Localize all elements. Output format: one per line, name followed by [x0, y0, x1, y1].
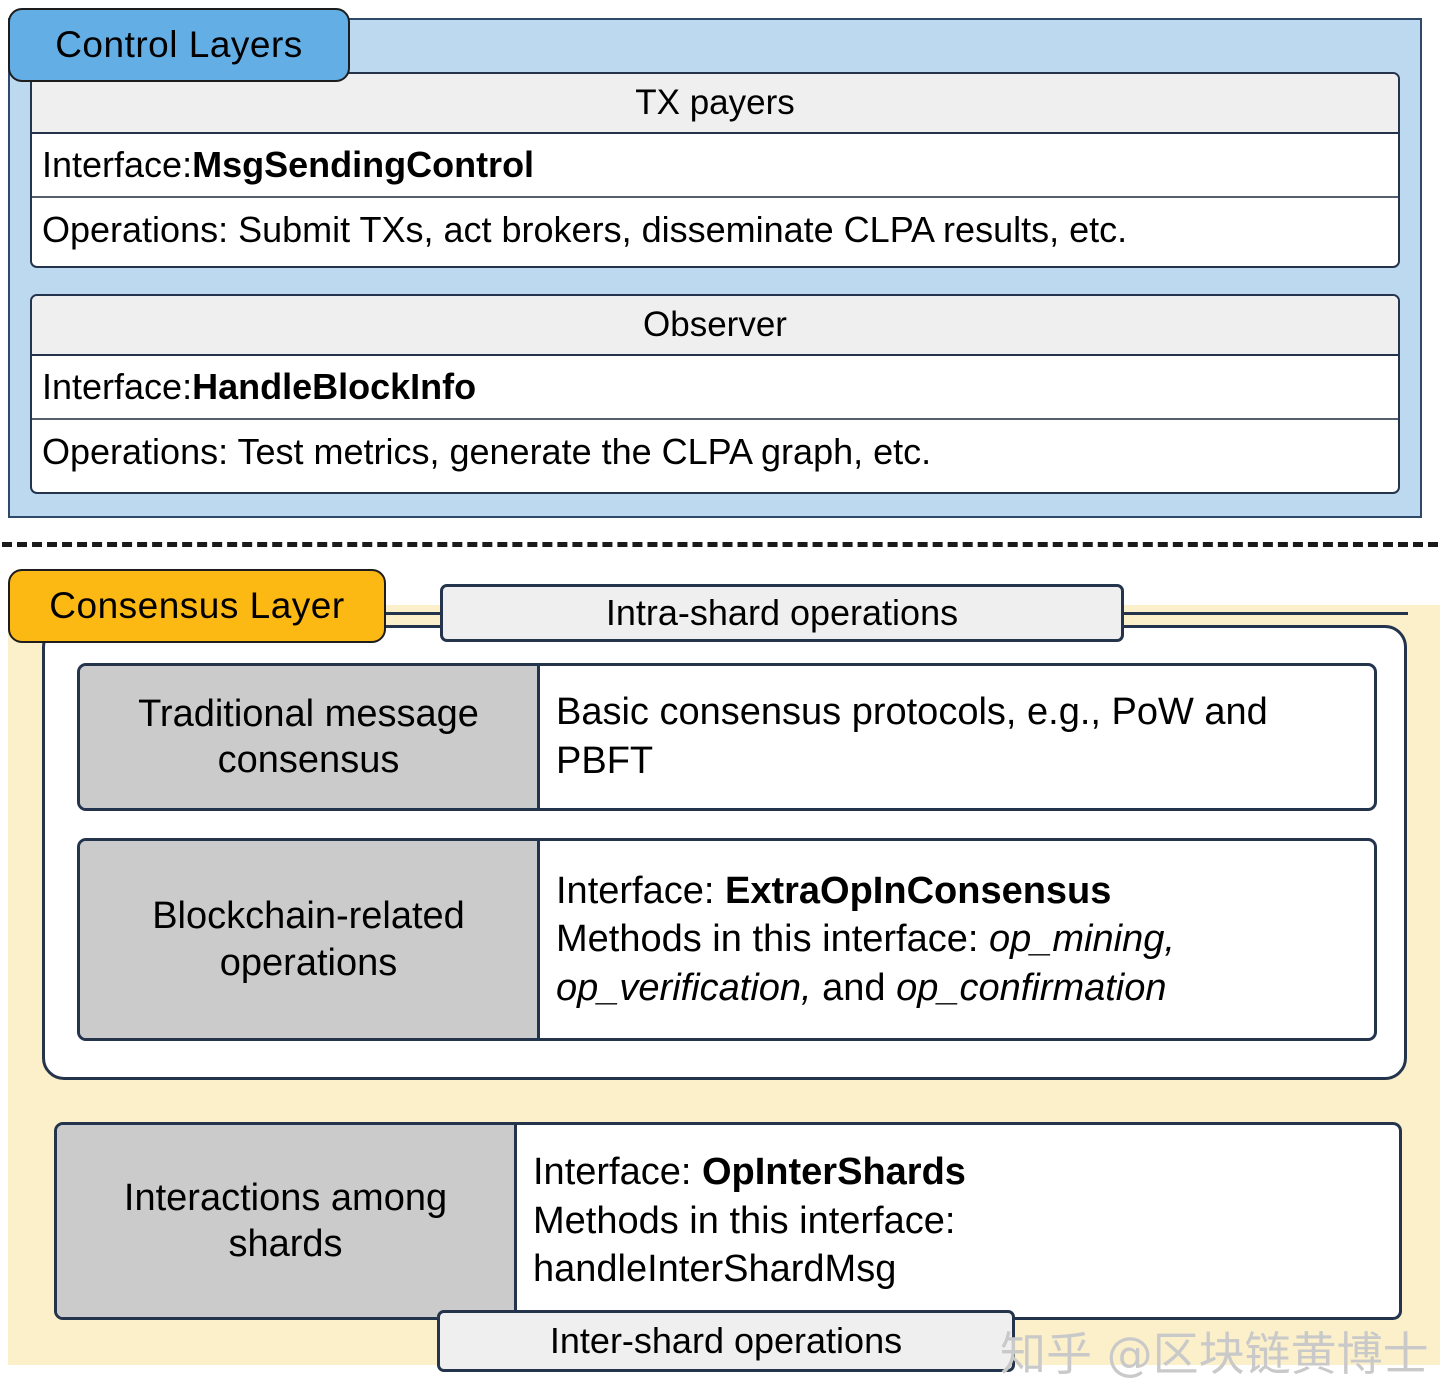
- blockchain-methods-prefix: Methods in this interface:: [556, 918, 989, 961]
- blockchain-interface-line: Interface: ExtraOpInConsensus: [556, 867, 1358, 916]
- intra-shard-operations-tab-label: Intra-shard operations: [605, 592, 959, 633]
- tx-payers-title: TX payers: [32, 74, 1398, 134]
- observer-interface-prefix: Interface:: [42, 366, 193, 407]
- blockchain-method-confirmation: op_confirmation: [896, 966, 1167, 1009]
- observer-interface-name: HandleBlockInfo: [192, 366, 477, 407]
- entity-card-observer: Observer Interface: HandleBlockInfo Oper…: [30, 294, 1400, 494]
- observer-operations-row: Operations: Test metrics, generate the C…: [32, 420, 1398, 484]
- tx-payers-operations-row: Operations: Submit TXs, act brokers, dis…: [32, 198, 1398, 262]
- intershard-method-name: handleInterShardMsg: [533, 1248, 897, 1291]
- interactions-among-shards-body: Interface: OpInterShards Methods in this…: [517, 1125, 1399, 1317]
- intershard-methods-label: Methods in this interface:: [533, 1199, 956, 1242]
- entity-card-tx-payers: TX payers Interface: MsgSendingControl O…: [30, 72, 1400, 268]
- inter-shard-operations-tab-label: Inter-shard operations: [549, 1320, 903, 1361]
- tx-payers-interface-name: MsgSendingControl: [192, 144, 535, 185]
- control-layers-badge-label: Control Layers: [55, 24, 303, 65]
- blockchain-operations-label: Blockchain-related operations: [80, 841, 540, 1038]
- tx-payers-interface-prefix: Interface:: [42, 144, 193, 185]
- blockchain-interface-prefix: Interface:: [556, 869, 725, 912]
- traditional-consensus-label: Traditional message consensus: [80, 666, 540, 808]
- blockchain-operations-body: Interface: ExtraOpInConsensus Methods in…: [540, 841, 1374, 1038]
- blockchain-method-mining: op_mining,: [989, 918, 1175, 961]
- observer-title: Observer: [32, 296, 1398, 356]
- traditional-consensus-body: Basic consensus protocols, e.g., PoW and…: [540, 666, 1374, 808]
- blockchain-methods-conjunction: and: [811, 966, 897, 1009]
- intra-tab-connector-left: [386, 612, 442, 615]
- layer-separator-dashed-line: [2, 542, 1438, 547]
- intershard-interface-line: Interface: OpInterShards: [533, 1148, 1383, 1197]
- tx-payers-interface-row: Interface: MsgSendingControl: [32, 134, 1398, 198]
- watermark-text: 知乎 @区块链黄博士: [1000, 1327, 1429, 1381]
- blockchain-method-verification: op_verification,: [556, 966, 812, 1009]
- observer-interface-row: Interface: HandleBlockInfo: [32, 356, 1398, 420]
- row-blockchain-related-operations: Blockchain-related operations Interface:…: [77, 838, 1377, 1041]
- control-layers-badge: Control Layers: [8, 8, 350, 82]
- traditional-consensus-text: Basic consensus protocols, e.g., PoW and…: [556, 691, 1268, 782]
- blockchain-interface-name: ExtraOpInConsensus: [724, 869, 1112, 912]
- intershard-interface-name: OpInterShards: [701, 1151, 966, 1194]
- interactions-among-shards-label: Interactions among shards: [57, 1125, 517, 1317]
- intra-shard-operations-tab: Intra-shard operations: [440, 584, 1124, 642]
- intershard-interface-prefix: Interface:: [533, 1151, 702, 1194]
- row-traditional-message-consensus: Traditional message consensus Basic cons…: [77, 663, 1377, 811]
- intra-tab-connector-right: [1122, 612, 1408, 615]
- inter-shard-operations-tab: Inter-shard operations: [437, 1310, 1015, 1372]
- consensus-layer-badge-label: Consensus Layer: [49, 585, 345, 626]
- row-interactions-among-shards: Interactions among shards Interface: OpI…: [54, 1122, 1402, 1320]
- blockchain-methods-line: Methods in this interface: op_mining, op…: [556, 915, 1358, 1012]
- consensus-layer-badge: Consensus Layer: [8, 569, 386, 643]
